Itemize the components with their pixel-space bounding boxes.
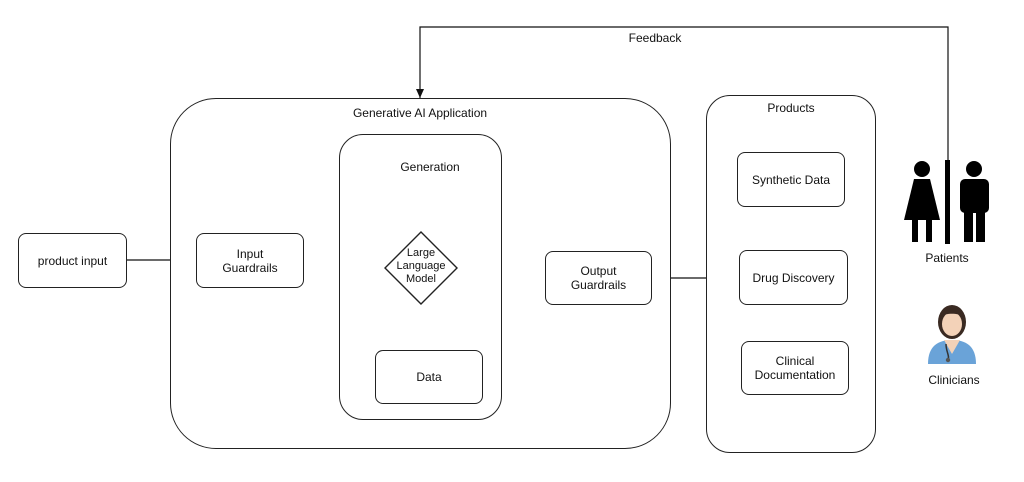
product-synthetic-data: Synthetic Data bbox=[737, 152, 845, 207]
feedback-arrow bbox=[416, 26, 949, 210]
product-drug-discovery: Drug Discovery bbox=[739, 250, 848, 305]
output-guardrails-box: Output Guardrails bbox=[545, 251, 652, 305]
patients-label: Patients bbox=[925, 251, 969, 265]
llm-diamond bbox=[384, 231, 458, 305]
product-input-box: product input bbox=[18, 233, 127, 288]
generation-title: Generation bbox=[400, 160, 460, 174]
feedback-label: Feedback bbox=[628, 31, 682, 45]
product-clinical-documentation: Clinical Documentation bbox=[741, 341, 849, 395]
generative-ai-application-title: Generative AI Application bbox=[352, 106, 488, 120]
clinicians-label: Clinicians bbox=[928, 373, 980, 387]
llm-label: Large Language Model bbox=[396, 247, 446, 285]
products-title: Products bbox=[767, 101, 815, 115]
input-guardrails-box: Input Guardrails bbox=[196, 233, 304, 288]
data-box: Data bbox=[375, 350, 483, 404]
restroom-icon bbox=[904, 160, 989, 244]
clinician-icon bbox=[928, 305, 976, 364]
